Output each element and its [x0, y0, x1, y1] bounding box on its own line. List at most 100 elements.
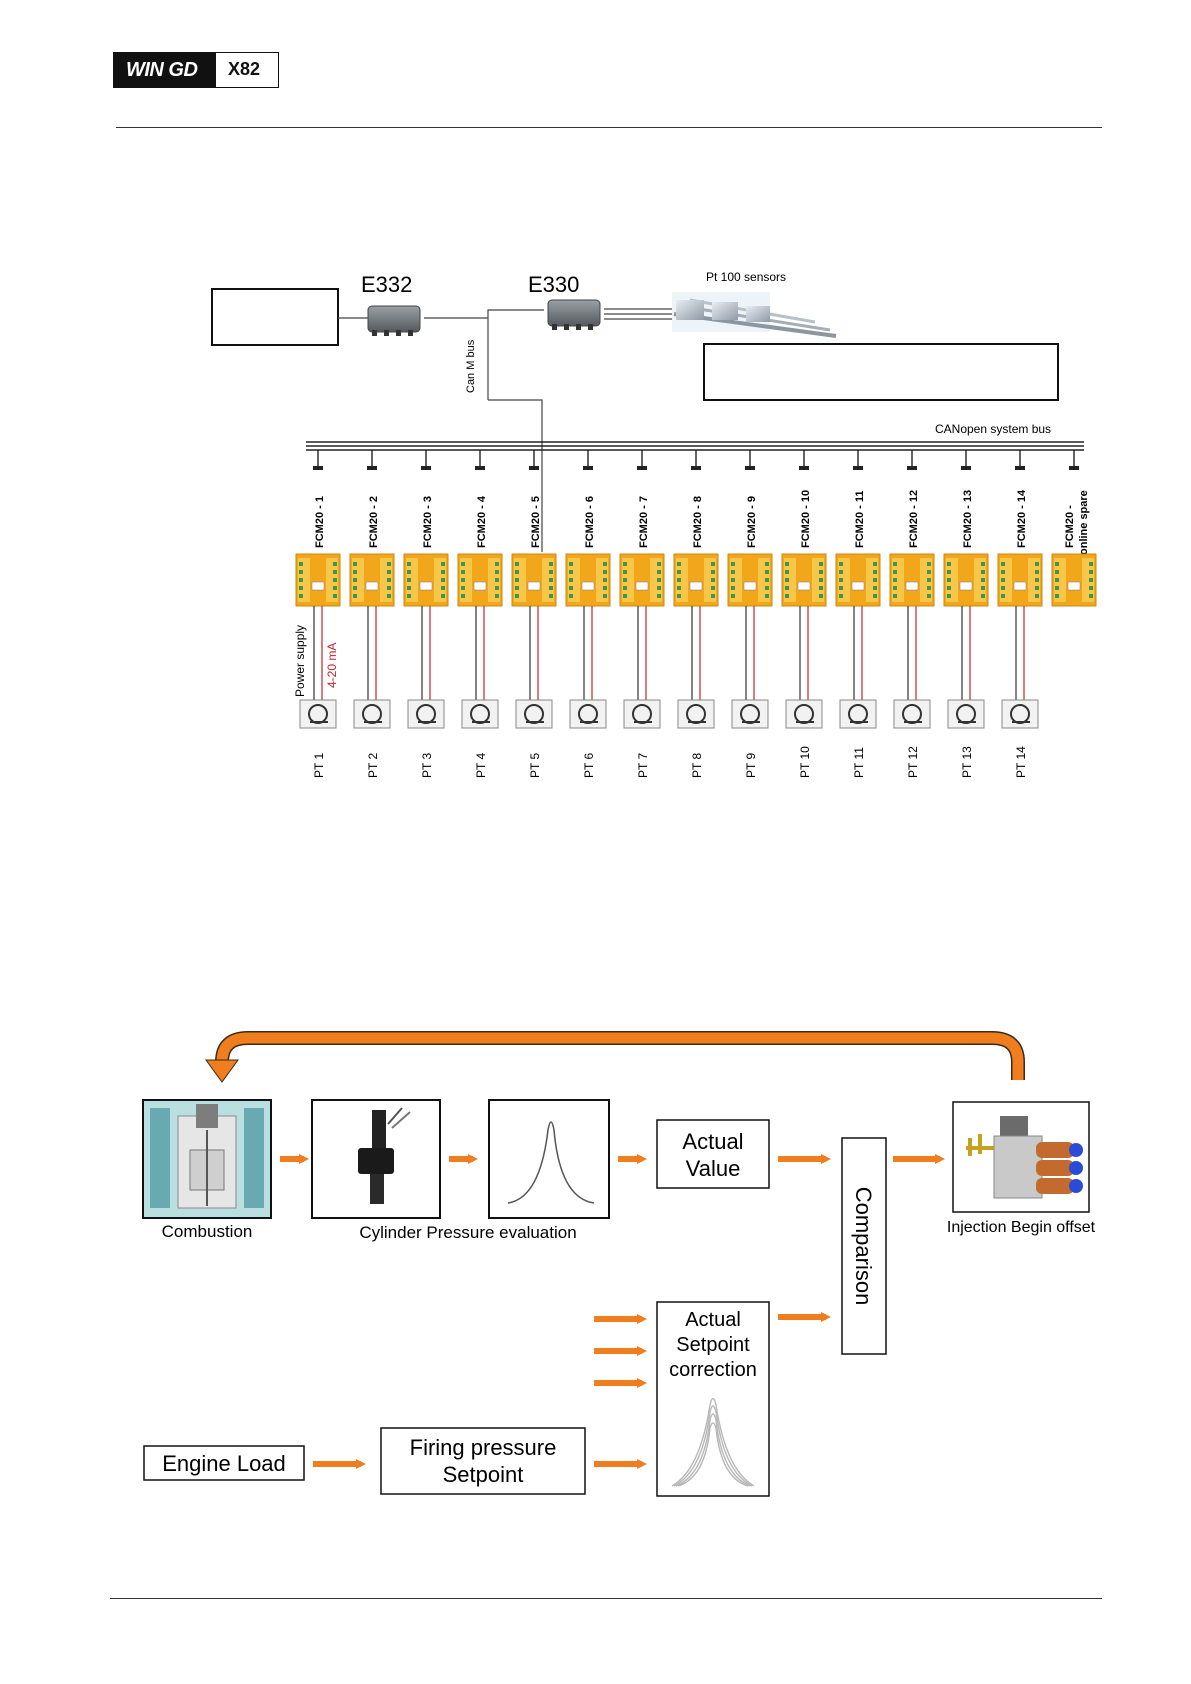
pt100-label: Pt 100 sensors — [706, 270, 786, 284]
firing-pressure-box — [380, 1427, 586, 1495]
fcm-label-9: FCM20 - 9 — [746, 496, 758, 548]
bus-connector-8 — [691, 466, 701, 470]
bus-connector-spare — [1069, 466, 1079, 470]
actual-value-line1: Actual — [682, 1129, 743, 1154]
pt-label-4: PT 4 — [474, 753, 488, 778]
pt100-sensors-image — [672, 292, 837, 338]
pressure-transmitter-2 — [353, 699, 391, 729]
pt-label-3: PT 3 — [420, 753, 434, 778]
bus-connector-3 — [421, 466, 431, 470]
control-loop-diagram: Combustion Cylinder Pressure evaluation … — [142, 1031, 1096, 1497]
fcm-module-9 — [727, 553, 773, 607]
bus-connector-9 — [745, 466, 755, 470]
bus-connector-5 — [529, 466, 539, 470]
fcm-label-7: FCM20 - 7 — [638, 496, 650, 548]
feedback-loop-arrow — [205, 1031, 1025, 1083]
pressure-transmitter-3 — [407, 699, 445, 729]
pt-label-1: PT 1 — [312, 753, 326, 778]
pressure-transmitter-9 — [731, 699, 769, 729]
setpoint-correction-line1: Actual — [685, 1309, 741, 1331]
header-rule — [116, 127, 1102, 128]
spare-label-line2: online spare — [1078, 490, 1090, 555]
fcm-module-3 — [403, 553, 449, 607]
bus-connector-6 — [583, 466, 593, 470]
pt-label-2: PT 2 — [366, 753, 380, 778]
model-name: X82 — [216, 53, 278, 87]
fcm-label-1: FCM20 - 1 — [314, 496, 326, 548]
comparison-label: Comparison — [851, 1187, 876, 1306]
fcm-module-1 — [295, 553, 341, 607]
fcm-module-12 — [889, 553, 935, 607]
e330-unit — [547, 299, 601, 330]
pressure-transmitter-13 — [947, 699, 985, 729]
fcm-module-5 — [511, 553, 557, 607]
combustion-image — [142, 1099, 272, 1219]
fcm-label-5: FCM20 - 5 — [530, 496, 542, 548]
empty-box-right — [703, 343, 1059, 401]
current-label: 4-20 mA — [325, 643, 339, 688]
pressure-curve-plot — [488, 1099, 610, 1219]
fcm-module-13 — [943, 553, 989, 607]
pressure-transmitter-4 — [461, 699, 499, 729]
fcm-label-2: FCM20 - 2 — [368, 496, 380, 548]
fcm-module-8 — [673, 553, 719, 607]
fcm-module-10 — [781, 553, 827, 607]
e332-label: E332 — [361, 272, 412, 297]
actual-value-box — [656, 1119, 770, 1189]
fcm-label-6: FCM20 - 6 — [584, 496, 596, 548]
setpoint-correction-line2: Setpoint — [676, 1334, 750, 1356]
can-m-bus-label: Can M bus — [465, 339, 477, 393]
firing-pressure-line1: Firing pressure — [410, 1435, 557, 1460]
pt-label-8: PT 8 — [690, 753, 704, 778]
fcm-label-8: FCM20 - 8 — [692, 496, 704, 548]
footer-rule — [110, 1598, 1102, 1599]
fcm-label-14: FCM20 - 14 — [1016, 489, 1028, 548]
brand-logo: WIN GD X82 — [113, 52, 279, 88]
fcm-label-4: FCM20 - 4 — [476, 495, 488, 548]
fcm-label-13: FCM20 - 13 — [962, 490, 974, 548]
fcm-module-14 — [997, 553, 1043, 607]
pressure-transmitter-12 — [893, 699, 931, 729]
empty-box-left — [211, 288, 339, 346]
pt-label-14: PT 14 — [1014, 746, 1028, 778]
bus-connector-14 — [1015, 466, 1025, 470]
canopen-label: CANopen system bus — [935, 422, 1051, 436]
e330-label: E330 — [528, 272, 579, 297]
injection-label: Injection Begin offset — [947, 1219, 1096, 1236]
bus-connector-1 — [313, 466, 323, 470]
pressure-transmitter-5 — [515, 699, 553, 729]
bus-connector-2 — [367, 466, 377, 470]
pressure-transmitter-14 — [1001, 699, 1039, 729]
fcm-module-7 — [619, 553, 665, 607]
power-supply-label: Power supply — [293, 625, 307, 697]
pressure-transmitter-1 — [299, 699, 337, 729]
fcm-module-2 — [349, 553, 395, 607]
canopen-bus — [306, 441, 1084, 451]
pressure-transmitter-7 — [623, 699, 661, 729]
pressure-transmitter-10 — [785, 699, 823, 729]
combustion-label: Combustion — [162, 1222, 253, 1241]
e332-unit — [367, 305, 421, 336]
bus-connector-4 — [475, 466, 485, 470]
pressure-transmitter-6 — [569, 699, 607, 729]
fcm-module-4 — [457, 553, 503, 607]
cylinder-pressure-label: Cylinder Pressure evaluation — [359, 1223, 576, 1242]
pt-label-10: PT 10 — [798, 746, 812, 778]
pt-label-13: PT 13 — [960, 746, 974, 778]
setpoint-correction-box — [656, 1301, 770, 1497]
fcm-module-spare — [1051, 553, 1097, 607]
injection-unit-image — [952, 1101, 1090, 1213]
bus-connector-12 — [907, 466, 917, 470]
engine-load-label: Engine Load — [162, 1451, 286, 1476]
engine-load-box — [143, 1445, 305, 1481]
firing-pressure-line2: Setpoint — [443, 1462, 524, 1487]
bus-connector-13 — [961, 466, 971, 470]
setpoint-correction-line3: correction — [669, 1359, 757, 1381]
pt-label-6: PT 6 — [582, 753, 596, 778]
actual-value-line2: Value — [686, 1156, 741, 1181]
flow-arrows — [280, 1154, 945, 1469]
bus-connector-11 — [853, 466, 863, 470]
setpoint-curves-image — [671, 1397, 755, 1487]
pt-label-5: PT 5 — [528, 753, 542, 778]
